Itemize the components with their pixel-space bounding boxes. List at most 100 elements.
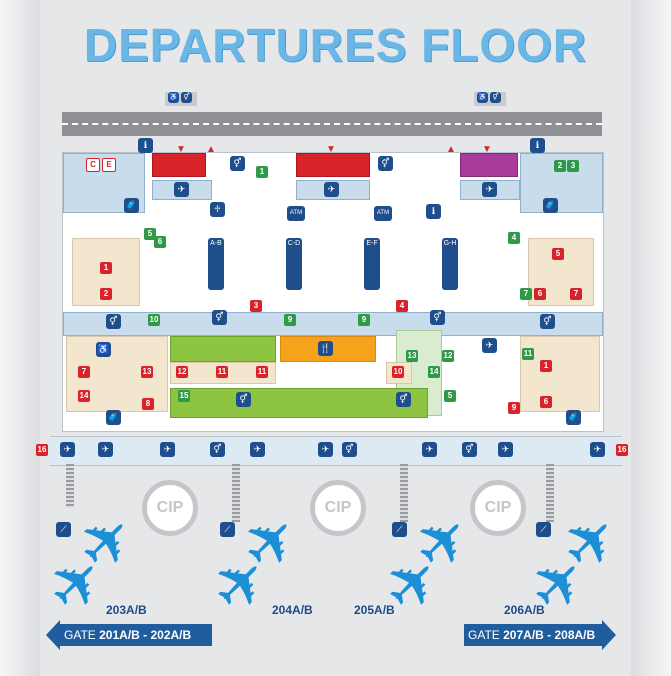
map-number-6[interactable]: 6	[534, 288, 546, 300]
gate-nav-right[interactable]: GATE 207A/B - 208A/B	[464, 620, 616, 650]
ray-icon[interactable]: ✈	[98, 442, 113, 457]
escalator-icon[interactable]: ⟋	[536, 522, 551, 537]
ray-icon[interactable]: ✈	[422, 442, 437, 457]
map-number-2[interactable]: 2	[100, 288, 112, 300]
map-number-11[interactable]: 11	[216, 366, 228, 378]
map-number-11[interactable]: 11	[256, 366, 268, 378]
escalator-icon[interactable]: ⟋	[392, 522, 407, 537]
map-number-3[interactable]: 3	[250, 300, 262, 312]
ray-icon[interactable]: ✈	[174, 182, 189, 197]
map-number-1[interactable]: 1	[256, 166, 268, 178]
map-number-12[interactable]: 12	[176, 366, 188, 378]
wheelchair-icon[interactable]: ♿	[96, 342, 111, 357]
map-number-11[interactable]: 11	[522, 348, 534, 360]
check-in-island-g-h[interactable]: G-H	[442, 238, 458, 290]
map-number-6[interactable]: 6	[154, 236, 166, 248]
ray-icon[interactable]: ✈	[60, 442, 75, 457]
baby-care-icon[interactable]: ♱	[210, 202, 225, 217]
toilets-icon[interactable]: ⚥	[490, 92, 501, 103]
check-in-island-a-b[interactable]: A-B	[208, 238, 224, 290]
map-number-7[interactable]: 7	[78, 366, 90, 378]
toilets-icon[interactable]: ⚥	[342, 442, 357, 457]
letter-e[interactable]: E	[102, 158, 116, 172]
luggage-icon[interactable]: 🧳	[566, 410, 581, 425]
map-number-1[interactable]: 1	[540, 360, 552, 372]
toilets-icon[interactable]: ⚥	[212, 310, 227, 325]
map-number-10[interactable]: 10	[148, 314, 160, 326]
map-number-4[interactable]: 4	[396, 300, 408, 312]
map-number-9[interactable]: 9	[508, 402, 520, 414]
toilets-icon[interactable]: ⚥	[230, 156, 245, 171]
ray-icon[interactable]: ✈	[590, 442, 605, 457]
map-number-16[interactable]: 16	[616, 444, 628, 456]
toilets-icon[interactable]: ⚥	[106, 314, 121, 329]
duty-free-right[interactable]	[520, 336, 600, 412]
entry-arrow-icon: ▲	[206, 144, 216, 155]
lounge-green-top[interactable]	[170, 336, 276, 362]
shop-purple[interactable]	[460, 153, 518, 177]
gate-label-204: 204A/B	[272, 603, 313, 617]
map-number-16[interactable]: 16	[36, 444, 48, 456]
info-desk-icon[interactable]: ℹ	[426, 204, 441, 219]
ray-icon[interactable]: ✈	[482, 182, 497, 197]
toilets-icon[interactable]: ⚥	[462, 442, 477, 457]
map-number-13[interactable]: 13	[141, 366, 153, 378]
map-number-4[interactable]: 4	[508, 232, 520, 244]
map-number-14[interactable]: 14	[428, 366, 440, 378]
map-number-6[interactable]: 6	[540, 396, 552, 408]
ray-icon[interactable]: ✈	[324, 182, 339, 197]
shop-red-1[interactable]	[152, 153, 206, 177]
ray-icon[interactable]: ✈	[498, 442, 513, 457]
map-number-7[interactable]: 7	[570, 288, 582, 300]
luggage-icon[interactable]: 🧳	[124, 198, 139, 213]
toilets-icon[interactable]: ⚥	[210, 442, 225, 457]
map-number-5[interactable]: 5	[552, 248, 564, 260]
letter-c[interactable]: C	[86, 158, 100, 172]
ray-icon[interactable]: ✈	[318, 442, 333, 457]
check-in-island-e-f[interactable]: E-F	[364, 238, 380, 290]
accessible-icon[interactable]: ♿	[168, 92, 179, 103]
map-number-3[interactable]: 3	[567, 160, 579, 172]
map-number-9[interactable]: 9	[358, 314, 370, 326]
cip-lounge[interactable]: CIP	[310, 480, 366, 536]
map-number-14[interactable]: 14	[78, 390, 90, 402]
map-number-5[interactable]: 5	[444, 390, 456, 402]
map-number-9[interactable]: 9	[284, 314, 296, 326]
accessible-icon[interactable]: ♿	[477, 92, 488, 103]
toilets-icon[interactable]: ⚥	[396, 392, 411, 407]
ray-icon[interactable]: ✈	[160, 442, 175, 457]
gate-nav-left[interactable]: GATE 201A/B - 202A/B	[46, 620, 212, 650]
restaurant-icon[interactable]: 🍴	[318, 341, 333, 356]
map-number-12[interactable]: 12	[442, 350, 454, 362]
cip-lounge[interactable]: CIP	[470, 480, 526, 536]
toilets-icon[interactable]: ⚥	[181, 92, 192, 103]
escalator-icon[interactable]: ⟋	[56, 522, 71, 537]
map-number-8[interactable]: 8	[142, 398, 154, 410]
map-number-13[interactable]: 13	[406, 350, 418, 362]
map-number-5[interactable]: 5	[144, 228, 156, 240]
atm-icon[interactable]: ATM	[374, 206, 392, 221]
gate-nav-left-gates: 201A/B - 202A/B	[99, 628, 192, 642]
info-icon[interactable]: ℹ	[138, 138, 153, 153]
map-number-1[interactable]: 1	[100, 262, 112, 274]
map-number-15[interactable]: 15	[178, 390, 190, 402]
toilets-icon[interactable]: ⚥	[236, 392, 251, 407]
toilets-icon[interactable]: ⚥	[540, 314, 555, 329]
ray-icon[interactable]: ✈	[482, 338, 497, 353]
map-number-2[interactable]: 2	[554, 160, 566, 172]
luggage-icon[interactable]: 🧳	[106, 410, 121, 425]
atm-icon[interactable]: ATM	[287, 206, 305, 221]
shop-red-2[interactable]	[296, 153, 370, 177]
cip-lounge[interactable]: CIP	[142, 480, 198, 536]
escalator-icon[interactable]: ⟋	[220, 522, 235, 537]
toilets-icon[interactable]: ⚥	[430, 310, 445, 325]
ray-icon[interactable]: ✈	[250, 442, 265, 457]
jet-bridge	[400, 464, 408, 522]
luggage-icon[interactable]: 🧳	[543, 198, 558, 213]
map-number-7[interactable]: 7	[520, 288, 532, 300]
lounge-green-main[interactable]	[170, 388, 428, 418]
check-in-island-c-d[interactable]: C-D	[286, 238, 302, 290]
toilets-icon[interactable]: ⚥	[378, 156, 393, 171]
info-icon[interactable]: ℹ	[530, 138, 545, 153]
map-number-10[interactable]: 10	[392, 366, 404, 378]
